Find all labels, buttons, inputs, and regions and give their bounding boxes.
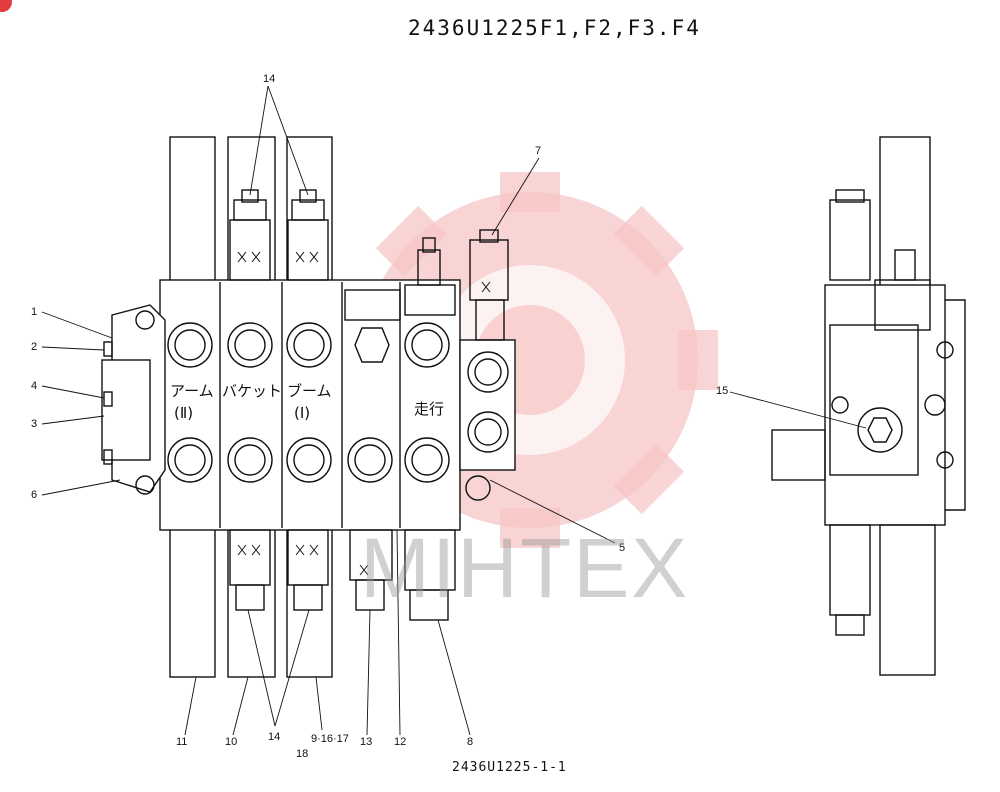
callout-13: 13: [360, 736, 373, 748]
callout-10: 10: [225, 736, 238, 748]
front-view: [101, 136, 516, 678]
callout-12: 12: [394, 736, 407, 748]
callout-8: 8: [467, 736, 474, 748]
callout-4: 4: [31, 380, 38, 392]
valve-block: [159, 279, 461, 531]
drawing-number: 2436U1225-1-1: [452, 760, 567, 775]
callout-1: 1: [31, 306, 38, 318]
leader-lines: [41, 85, 867, 736]
callout-15: 15: [716, 385, 729, 397]
callout-7: 7: [535, 145, 542, 157]
callout-9-16-17: 9·16·17: [311, 733, 349, 745]
label-arm-number: (Ⅱ): [174, 404, 194, 422]
brand-badge: [0, 0, 12, 12]
callout-11: 11: [176, 736, 188, 748]
callout-14-bottom: 14: [268, 731, 281, 743]
label-arm: アーム: [170, 382, 214, 400]
side-spool-bottom: [879, 524, 936, 676]
label-travel: 走行: [414, 400, 445, 418]
label-bucket: バケット: [222, 382, 283, 400]
callout-6: 6: [31, 489, 38, 501]
callout-5: 5: [619, 542, 626, 554]
side-valve-body: [824, 284, 946, 526]
diagram-title: 2436U1225F1,F2,F3.F4: [408, 16, 701, 40]
side-view: [771, 136, 966, 676]
callout-2: 2: [31, 341, 38, 353]
label-boom: ブーム: [287, 382, 332, 400]
side-fitting: [771, 429, 826, 481]
callout-3: 3: [31, 418, 38, 430]
callout-18: 18: [296, 748, 309, 760]
label-boom-number: (Ⅰ): [294, 404, 311, 422]
watermark-text: MIHTEX: [360, 521, 690, 615]
side-spool-top: [879, 136, 931, 288]
callout-14-top: 14: [263, 73, 276, 85]
